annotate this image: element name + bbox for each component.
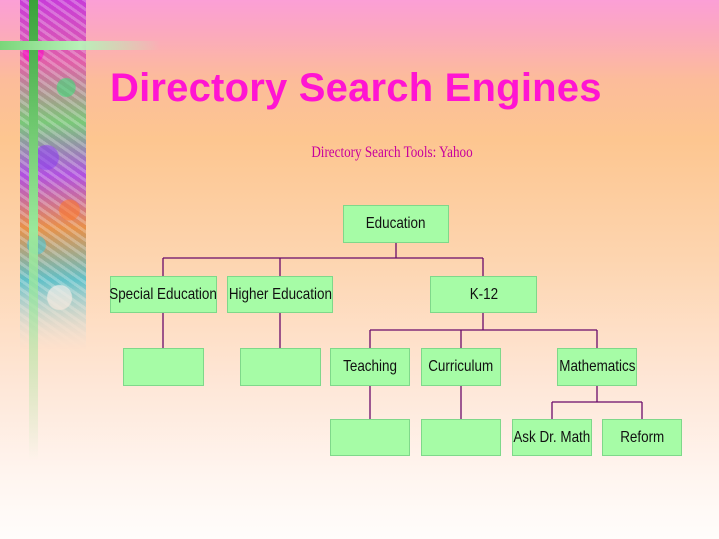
node-teaching: Teaching	[330, 348, 410, 386]
node-k-12-label: K-12	[469, 285, 498, 303]
node-higher-education: Higher Education	[227, 276, 333, 313]
slide-subtitle: Directory Search Tools: Yahoo	[311, 144, 473, 161]
node-special-education-label: Special Education	[109, 285, 218, 303]
node-reform-label: Reform	[619, 428, 665, 446]
decorative-vertical-bar	[29, 0, 38, 460]
node-education-label: Education	[366, 215, 426, 232]
node-curriculum: Curriculum	[421, 348, 501, 386]
node-education: Education	[343, 205, 449, 243]
node-ask-dr-math: Ask Dr. Math	[512, 419, 592, 456]
node-mathematics-label: Mathematics	[558, 358, 636, 375]
node-special-education-child	[123, 348, 204, 386]
node-curriculum-label: Curriculum	[428, 358, 494, 375]
node-curriculum-child	[421, 419, 501, 456]
node-higher-education-child	[240, 348, 321, 386]
node-teaching-child	[330, 419, 410, 456]
node-ask-dr-math-label: Ask Dr. Math	[513, 428, 591, 446]
node-mathematics: Mathematics	[557, 348, 637, 386]
node-special-education: Special Education	[110, 276, 217, 313]
node-reform: Reform	[602, 419, 682, 456]
slide-title: Directory Search Engines	[110, 66, 602, 110]
node-teaching-label: Teaching	[343, 358, 397, 375]
node-k-12: K-12	[430, 276, 537, 313]
node-higher-education-label: Higher Education	[228, 285, 332, 303]
decorative-horizontal-bar	[0, 41, 160, 50]
